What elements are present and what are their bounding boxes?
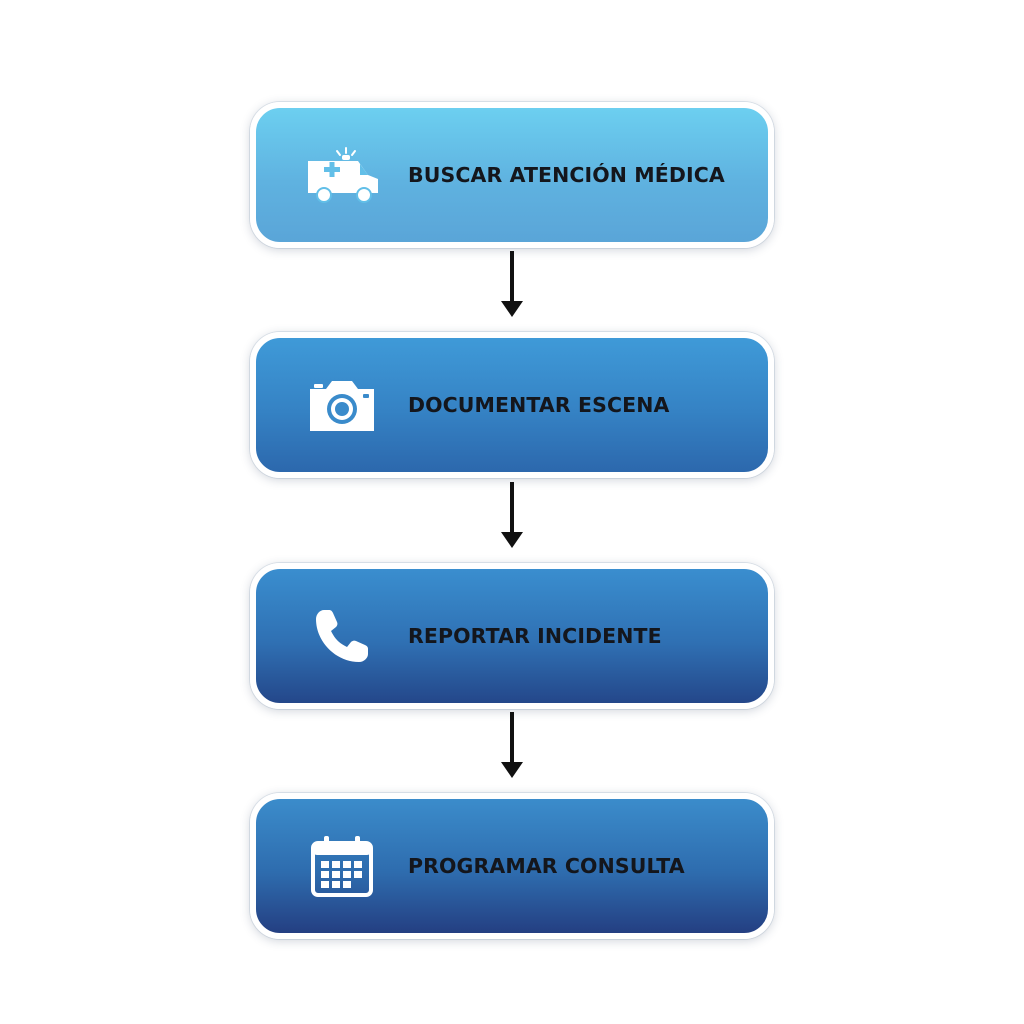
step-label: REPORTAR INCIDENTE <box>408 624 662 648</box>
step-schedule-consultation[interactable]: PROGRAMAR CONSULTA <box>250 793 774 939</box>
step-document-scene[interactable]: DOCUMENTAR ESCENA <box>250 332 774 478</box>
step-label: DOCUMENTAR ESCENA <box>408 393 670 417</box>
step-seek-medical-attention[interactable]: BUSCAR ATENCIÓN MÉDICA <box>250 102 774 248</box>
phone-icon <box>302 602 382 670</box>
ambulance-icon <box>302 141 382 209</box>
camera-icon <box>302 371 382 439</box>
calendar-icon <box>302 832 382 900</box>
arrow-down <box>498 712 526 779</box>
arrow-down <box>498 251 526 318</box>
step-report-incident[interactable]: REPORTAR INCIDENTE <box>250 563 774 709</box>
step-label: PROGRAMAR CONSULTA <box>408 854 685 878</box>
step-label: BUSCAR ATENCIÓN MÉDICA <box>408 163 725 187</box>
arrow-down <box>498 482 526 549</box>
